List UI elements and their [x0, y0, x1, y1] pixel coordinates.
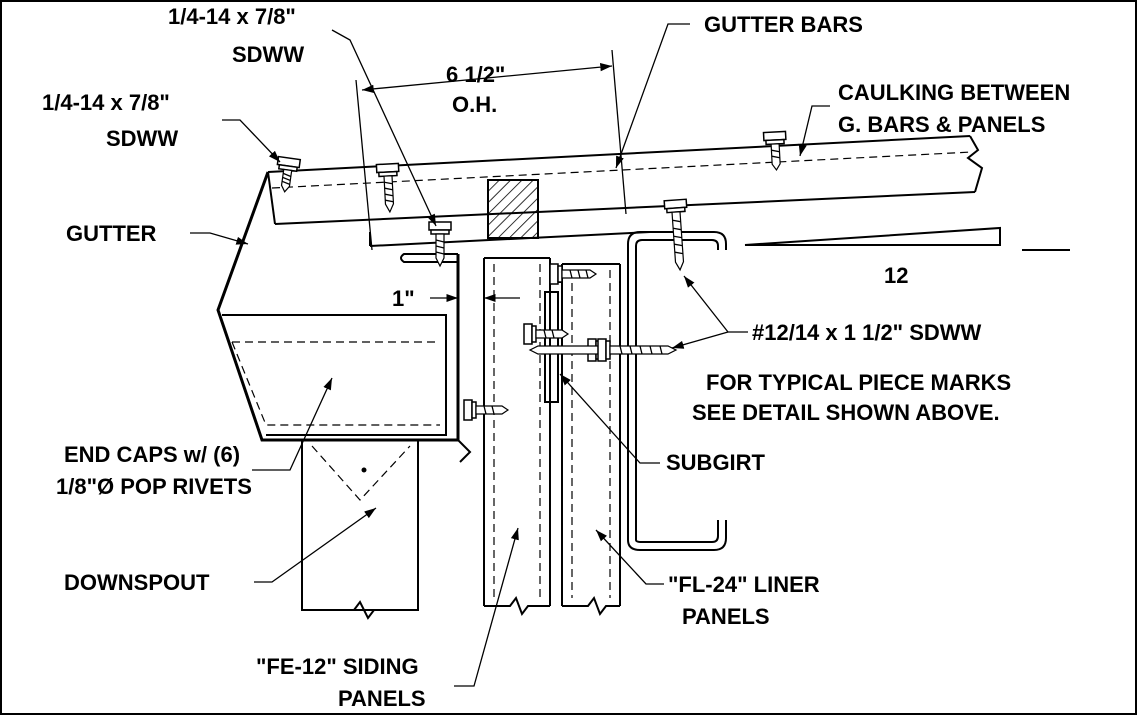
slope-indicator	[744, 226, 1070, 251]
label-dim-gap: 1"	[392, 286, 415, 311]
screw-siding-low	[463, 399, 510, 421]
label-dim-overhang-line2: O.H.	[452, 92, 497, 117]
screw-gutter-left	[276, 155, 302, 193]
liner-panel	[561, 263, 621, 617]
label-caulking-line2: G. BARS & PANELS	[838, 112, 1045, 137]
screw-strut-top	[663, 198, 688, 272]
label-dim-overhang-line1: 6 1/2"	[446, 62, 505, 87]
label-screw-top-line1: 1/4-14 x 7/8"	[168, 4, 296, 29]
label-screw-sdww: #12/14 x 1 1/2" SDWW	[752, 320, 982, 345]
screw-caulk	[762, 130, 787, 172]
label-screw-left-line2: SDWW	[106, 126, 178, 151]
label-subgirt: SUBGIRT	[666, 450, 766, 475]
screw-gutter-bar-2	[428, 221, 452, 268]
label-downspout: DOWNSPOUT	[64, 570, 210, 595]
label-liner-line2: PANELS	[682, 604, 770, 629]
roof-panel	[267, 135, 984, 225]
subgirt	[544, 281, 562, 403]
leaders	[190, 23, 830, 687]
label-screw-top-line2: SDWW	[232, 42, 304, 67]
label-gutter: GUTTER	[66, 221, 157, 246]
siding-panel	[483, 257, 551, 617]
label-liner-line1: "FL-24" LINER	[668, 572, 820, 597]
label-typical-line1: FOR TYPICAL PIECE MARKS	[706, 370, 1011, 395]
screw-gutter-bar-1	[375, 162, 400, 214]
label-caulking-line1: CAULKING BETWEEN	[838, 80, 1070, 105]
label-screw-left-line1: 1/4-14 x 7/8"	[42, 90, 170, 115]
label-typical-line2: SEE DETAIL SHOWN ABOVE.	[692, 400, 1000, 425]
screw-strut-side-shank	[597, 338, 678, 362]
label-endcaps-line2: 1/8"Ø POP RIVETS	[56, 474, 252, 499]
label-slope-run: 12	[884, 263, 908, 288]
label-endcaps-line1: END CAPS w/ (6)	[64, 442, 240, 467]
screw-subgirt-mid	[523, 323, 570, 345]
screw-subgirt-top	[549, 263, 598, 285]
gutter-body	[216, 171, 472, 463]
label-siding-line2: PANELS	[338, 686, 426, 711]
dim-overhang	[355, 49, 627, 251]
downspout	[301, 440, 419, 620]
label-siding-line1: "FE-12" SIDING	[256, 654, 419, 679]
label-gutter-bars: GUTTER BARS	[704, 12, 863, 37]
wood-blocking	[487, 179, 539, 239]
